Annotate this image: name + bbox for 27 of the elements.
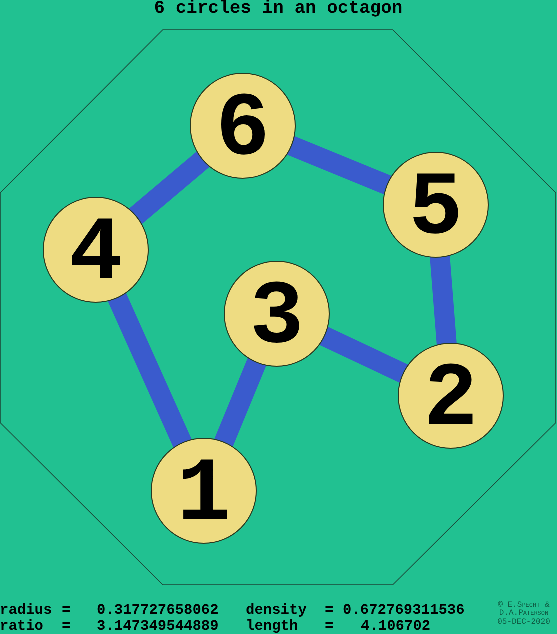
stat-name: density xyxy=(246,604,307,618)
title: 6 circles in an octagon xyxy=(153,0,404,18)
connector-line xyxy=(214,358,267,448)
stat-value: 0.317727658062 xyxy=(97,604,219,618)
connector-line xyxy=(319,326,409,384)
stat-name: radius xyxy=(0,604,52,618)
circle-number: 3 xyxy=(250,275,304,363)
stat-name: ratio xyxy=(0,620,44,634)
stat-name: length xyxy=(246,620,298,634)
stat-value: 3.147349544889 xyxy=(97,620,219,634)
stat-value: 0.672769311536 xyxy=(343,604,465,618)
connector-line xyxy=(430,256,457,346)
connector-line xyxy=(128,152,210,224)
connector-line xyxy=(286,136,392,195)
circle-number: 1 xyxy=(176,452,231,540)
circle-number: 6 xyxy=(216,87,270,175)
date-label: 05-DEC-2020 xyxy=(496,619,552,627)
copyright-notice: © E.Specht & D.A.Paterson xyxy=(497,602,551,618)
circle-number: 5 xyxy=(408,166,463,254)
equals-sign: = xyxy=(62,620,71,634)
equals-sign: = xyxy=(325,604,334,618)
equals-sign: = xyxy=(62,604,71,618)
circle-number: 4 xyxy=(68,211,123,299)
connector-line xyxy=(108,292,192,448)
equals-sign: = xyxy=(325,620,334,634)
circle-number: 2 xyxy=(424,357,478,445)
stat-value: 4.106702 xyxy=(361,620,431,634)
